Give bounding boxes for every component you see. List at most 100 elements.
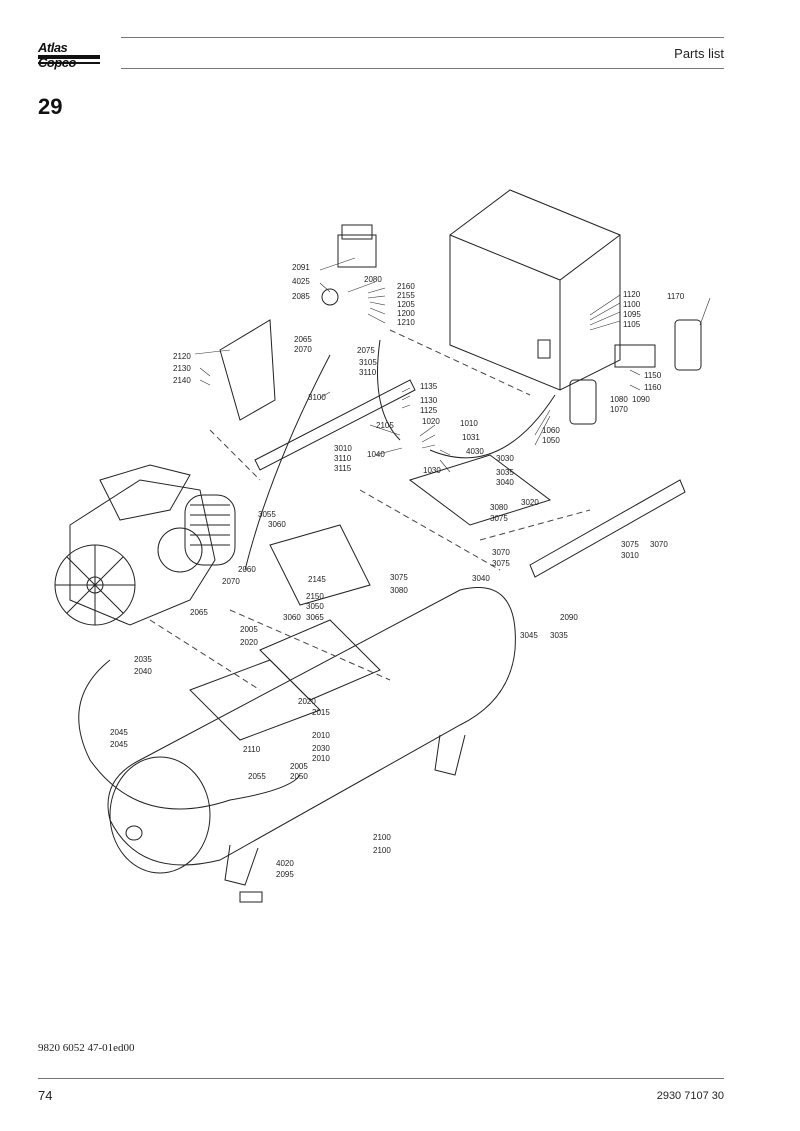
air-hose	[244, 354, 331, 571]
callout-label: 2100	[373, 833, 391, 842]
header-rule	[121, 37, 724, 38]
callout-label: 1100	[623, 300, 641, 309]
section-number: 29	[38, 94, 63, 119]
callout-label: 3055	[258, 510, 276, 519]
callout-label: 2160	[397, 282, 415, 291]
callout-label: 2155	[397, 291, 415, 300]
callout-label: 1170	[667, 292, 685, 301]
cabinet-door	[449, 234, 621, 390]
callout-label: 1090	[632, 395, 650, 404]
callout-label: 1150	[644, 371, 662, 380]
callout-label: 3110	[334, 454, 352, 463]
wall-bracket	[219, 319, 276, 421]
callout-label: 2010	[312, 754, 330, 763]
callout-label: 2045	[110, 728, 128, 737]
callout-label: 3080	[490, 503, 508, 512]
callout-label: 2090	[560, 613, 578, 622]
callout-label: 2005	[240, 625, 258, 634]
callout-label: 1030	[423, 466, 441, 475]
air-hose	[429, 394, 556, 459]
callout-label: 4025	[292, 277, 310, 286]
compressor-block	[69, 479, 216, 626]
callout-label: 2095	[276, 870, 294, 879]
callout-label: 3060	[283, 613, 301, 622]
callout-label: 3010	[621, 551, 639, 560]
callout-label: 2070	[222, 577, 240, 586]
callout-label: 3030	[496, 454, 514, 463]
callout-label: 1010	[460, 419, 478, 428]
page-title: Parts list	[674, 46, 724, 61]
callout-label: 2085	[292, 292, 310, 301]
side-rail	[408, 454, 552, 526]
callout-label: 2105	[376, 421, 394, 430]
callout-label: 1200	[397, 309, 415, 318]
callout-label: 1205	[397, 300, 415, 309]
callout-label: 3040	[496, 478, 514, 487]
callout-label: 3040	[472, 574, 490, 583]
callout-label: 2050	[290, 772, 308, 781]
callout-label: 3070	[492, 548, 510, 557]
filter-housing	[569, 379, 597, 425]
callout-label: 2140	[173, 376, 191, 385]
callout-label: 3060	[268, 520, 286, 529]
pressure-switch-cover	[341, 224, 373, 240]
callout-label: 1031	[462, 433, 480, 442]
callout-label: 3050	[306, 602, 324, 611]
callout-label: 2065	[190, 608, 208, 617]
callout-label: 1135	[420, 382, 438, 391]
footer-rule	[38, 1078, 724, 1079]
atlas-copco-logo: Atlas Copco	[38, 36, 100, 70]
callout-label: 3100	[308, 393, 326, 402]
header-rule	[121, 68, 724, 69]
callout-label: 3075	[621, 540, 639, 549]
filter-housing	[674, 319, 702, 371]
callout-label: 2150	[306, 592, 324, 601]
callout-label: 1130	[420, 396, 438, 405]
document-number: 2930 7107 30	[656, 1090, 724, 1102]
callout-label: 2070	[294, 345, 312, 354]
page-number: 74	[38, 1088, 53, 1103]
top-rail	[254, 379, 416, 471]
fan-blades	[55, 545, 135, 625]
callout-label: 2130	[173, 364, 191, 373]
callout-label: 4030	[466, 447, 484, 456]
callout-label: 2100	[373, 846, 391, 855]
callout-label: 2035	[134, 655, 152, 664]
motor-plate	[189, 659, 321, 741]
callout-label: 3115	[334, 464, 352, 473]
pressure-switch	[337, 234, 377, 268]
callout-label: 2020	[298, 697, 316, 706]
callout-label: 1105	[623, 320, 641, 329]
callout-label: 2065	[294, 335, 312, 344]
callout-label: 1020	[422, 417, 440, 426]
callout-label: 3070	[650, 540, 668, 549]
air-hose	[78, 659, 301, 810]
callout-label: 1080	[610, 395, 628, 404]
callout-label: 1125	[420, 406, 438, 415]
callout-label: 1050	[542, 436, 560, 445]
tank-foot-right	[434, 734, 466, 776]
logo-bar	[38, 55, 100, 59]
callout-label: 3075	[492, 559, 510, 568]
callout-label: 3080	[390, 586, 408, 595]
callout-label: 3045	[520, 631, 538, 640]
motor-fins	[190, 504, 230, 546]
callout-label: 2005	[290, 762, 308, 771]
callout-label: 2091	[292, 263, 310, 272]
callout-label: 3035	[550, 631, 568, 640]
logo-bar	[38, 62, 100, 64]
callout-label: 2030	[312, 744, 330, 753]
callout-label: 1120	[623, 290, 641, 299]
tank-end-cap	[109, 756, 211, 874]
right-rail	[529, 479, 686, 578]
callout-label: 2075	[357, 346, 375, 355]
callout-label: 3075	[490, 514, 508, 523]
leader-lines	[194, 257, 711, 473]
part-callouts: 2091 4025 2080 2160 2155 2085 1205 1200 …	[110, 263, 685, 879]
callout-label: 2055	[248, 772, 266, 781]
callout-label: 3010	[334, 444, 352, 453]
callout-label: 3110	[359, 368, 377, 377]
callout-label: 2080	[364, 275, 382, 284]
document-reference: 9820 6052 47-01ed00	[38, 1042, 135, 1054]
assembly-guide	[149, 329, 591, 691]
